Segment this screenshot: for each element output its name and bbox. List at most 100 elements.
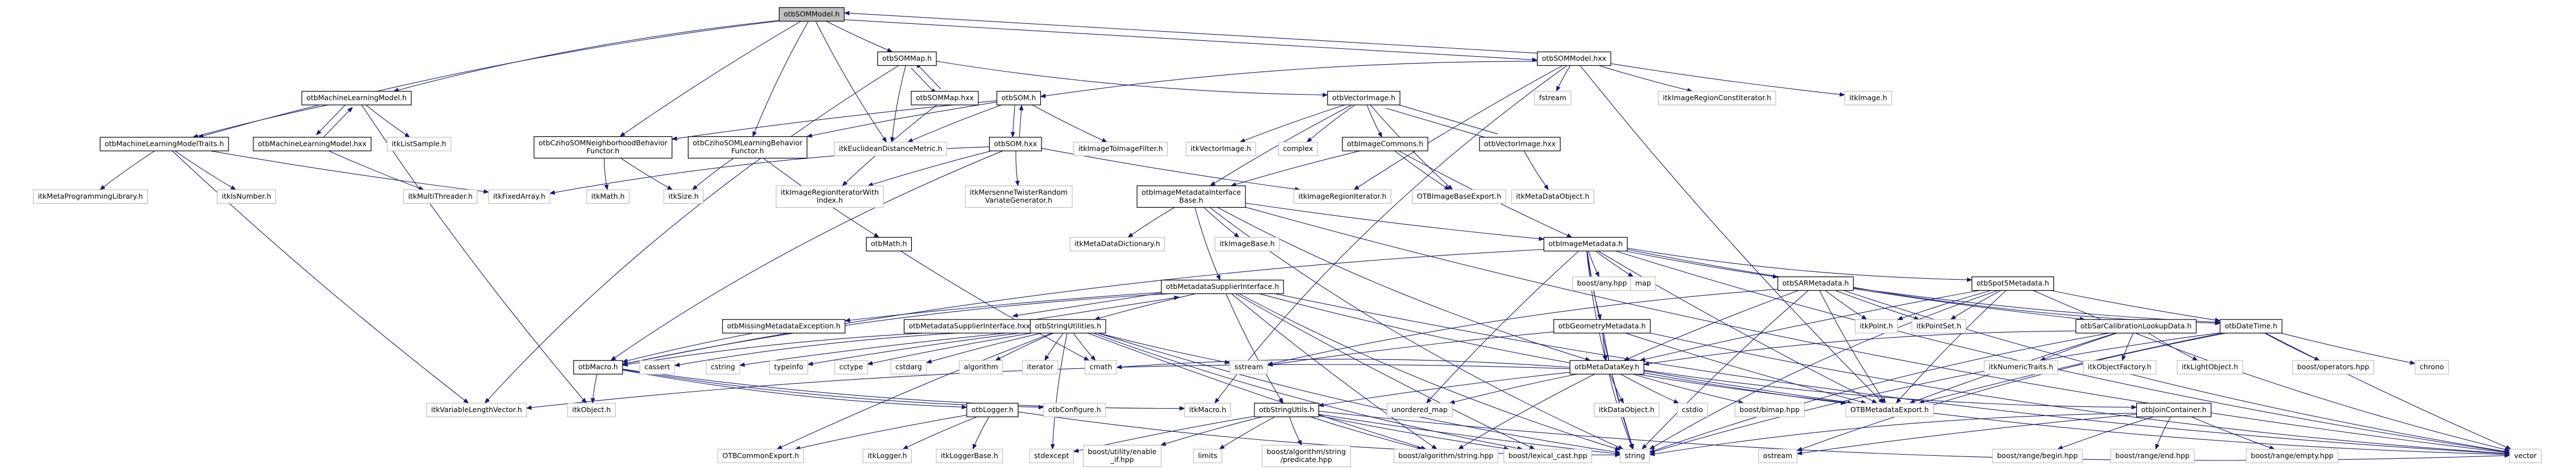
node-label: Base.h (1179, 196, 1203, 204)
edge-sarcal-to-itkLO (2148, 333, 2199, 361)
edge-spot5-to-string (1649, 290, 1998, 450)
edge-datetime-to-chrono (2281, 333, 2416, 365)
edge-joincont-to-string (1649, 413, 2137, 456)
node-box (1479, 137, 1561, 152)
node-label: otbImageMetadata.h (1548, 240, 1623, 248)
graph-node-fstream: fstream (1534, 91, 1572, 106)
graph-node-sarmeta[interactable]: otbSARMetadata.h (1777, 276, 1854, 291)
node-label: otbMath.h (871, 240, 907, 248)
edge-strutilities-to-lexcast (1093, 333, 1523, 451)
node-box (936, 448, 1003, 463)
graph-node-logger[interactable]: otbLogger.h (966, 402, 1019, 417)
graph-node-imgcommons[interactable]: otbImageCommons.h (1342, 137, 1428, 152)
node-label: otbSARMetadata.h (1782, 279, 1849, 287)
node-label: complex (1283, 144, 1313, 153)
edge-vecimg-to-imgcommons (1366, 104, 1382, 138)
node-label: otbMacro.h (578, 363, 618, 371)
graph-node-itkMacro: itkMacro.h (1184, 402, 1231, 417)
edge-somhxx-to-macro (610, 150, 1003, 361)
node-box (834, 360, 868, 375)
edge-joincont-to-rend (2155, 417, 2171, 450)
node-box (1342, 137, 1428, 152)
node-label: itkPoint.h (1860, 321, 1893, 330)
node-box (2136, 402, 2212, 417)
graph-node-missing[interactable]: otbMissingMetadataException.h (722, 319, 845, 334)
graph-node-mdsi[interactable]: otbMetadataSupplierInterface.h (1161, 279, 1284, 295)
graph-node-itkObject: itkObject.h (567, 402, 616, 417)
edge-macro-to-configure (622, 369, 1044, 410)
graph-node-joincont[interactable]: otbJoinContainer.h (2136, 402, 2212, 417)
node-box (911, 91, 979, 106)
graph-node-itkListSample: itkListSample.h (386, 137, 452, 152)
edge-root-to-mlmtraits (198, 20, 780, 139)
graph-node-som[interactable]: otbSOM.h (996, 91, 1041, 106)
graph-node-datetime[interactable]: otbDateTime.h (2220, 319, 2283, 334)
graph-node-vecimg[interactable]: otbVectorImage.h (1327, 91, 1400, 106)
node-label: otbMetadataSupplierInterface.h (1166, 282, 1279, 291)
edge-datetime-to-ostream (1796, 333, 2227, 451)
edge-mlm-to-itkListSample (365, 104, 410, 138)
node-label: otbMetaDataKey.h (1574, 363, 1639, 371)
graph-node-root[interactable]: otbSOMModel.h (778, 7, 845, 22)
node-label: itkMultiThreader.h (408, 192, 472, 200)
edge-sommodelhxx-to-itkMacro (1214, 65, 1568, 404)
graph-node-geommeta[interactable]: otbGeometryMetadata.h (1553, 319, 1651, 334)
node-box (862, 448, 912, 463)
node-box (1393, 448, 1499, 463)
node-label: otbStringUtils.h (1259, 405, 1314, 414)
node-box (2177, 360, 2244, 375)
graph-node-mdkey[interactable]: otbMetaDataKey.h (1569, 360, 1645, 375)
edge-root-to-itkEucl (815, 21, 887, 143)
node-box (586, 189, 630, 204)
node-label: chrono (2420, 363, 2444, 371)
edge-strutilities-to-boostalgstr (1087, 333, 1427, 450)
graph-node-mlmtraits[interactable]: otbMachineLearningModelTraits.h (99, 137, 229, 152)
edge-root-to-mlm (393, 20, 780, 93)
graph-node-otbMath[interactable]: otbMath.h (866, 237, 912, 251)
edge-joincont-to-ostream (1796, 414, 2137, 456)
node-label: algorithm (964, 363, 998, 371)
graph-node-sommap[interactable]: otbSOMMap.h (877, 51, 937, 66)
graph-node-boostany: boost/any.hpp (1572, 276, 1632, 291)
edge-strutilities-to-iterator (1044, 333, 1064, 361)
node-label: vector (2514, 451, 2537, 460)
graph-node-vecimghxx[interactable]: otbVectorImage.hxx (1479, 137, 1561, 152)
graph-node-macro[interactable]: otbMacro.h (573, 360, 623, 375)
graph-node-itkMDD: itkMetaDataDictionary.h (1069, 237, 1165, 251)
graph-node-sarcal[interactable]: otbSarCalibrationLookupData.h (2075, 319, 2197, 334)
graph-node-sommaphxx[interactable]: otbSOMMap.hxx (911, 91, 979, 106)
node-box (717, 448, 805, 463)
edge-mdkey-to-bimap (1632, 374, 1744, 405)
graph-node-mdsihxx[interactable]: otbMetadataSupplierInterface.hxx (903, 319, 1035, 334)
graph-node-strutils[interactable]: otbStringUtils.h (1254, 402, 1319, 417)
graph-node-spot5[interactable]: otbSpot5Metadata.h (1971, 276, 2054, 291)
graph-node-imgmeta[interactable]: otbImageMetadata.h (1543, 237, 1628, 251)
graph-node-itkVLV: itkVariableLengthVector.h (426, 402, 527, 417)
edge-mdkey-to-cmath (1116, 359, 1570, 370)
graph-node-itkMath: itkMath.h (586, 189, 630, 204)
graph-node-itkImageBase: itkImageBase.h (1214, 237, 1280, 251)
edge-imdib-to-mdsi (1194, 207, 1221, 281)
node-box (1630, 276, 1656, 291)
graph-node-itkLoggerBase: itkLoggerBase.h (936, 448, 1003, 463)
graph-node-somhxx[interactable]: otbSOM.hxx (989, 137, 1042, 152)
edge-logger-to-itkLoggerBase (972, 417, 990, 450)
edge-mdsihxx-to-mdsi (1014, 295, 1180, 324)
node-label: boost/operators.hpp (2297, 363, 2369, 371)
node-box (1085, 360, 1118, 375)
node-box (996, 91, 1041, 106)
graph-node-itkOF: itkObjectFactory.h (2083, 360, 2157, 375)
node-box (833, 141, 948, 157)
graph-node-mlm[interactable]: otbMachineLearningModel.h (301, 91, 412, 106)
node-box (776, 185, 884, 208)
graph-node-sommodelhxx[interactable]: otbSOMModel.hxx (1537, 51, 1611, 66)
edge-sarmeta-to-datetime (1853, 287, 2221, 326)
graph-node-commonexport: OTBCommonExport.h (717, 448, 805, 463)
edge-mdsi-to-missing (844, 292, 1162, 323)
graph-node-strutilities[interactable]: otbStringUtilities.h (1029, 319, 1106, 334)
edge-vecimg-to-complex (1306, 104, 1356, 143)
graph-node-mlmhxx[interactable]: otbMachineLearningModel.hxx (253, 137, 372, 152)
